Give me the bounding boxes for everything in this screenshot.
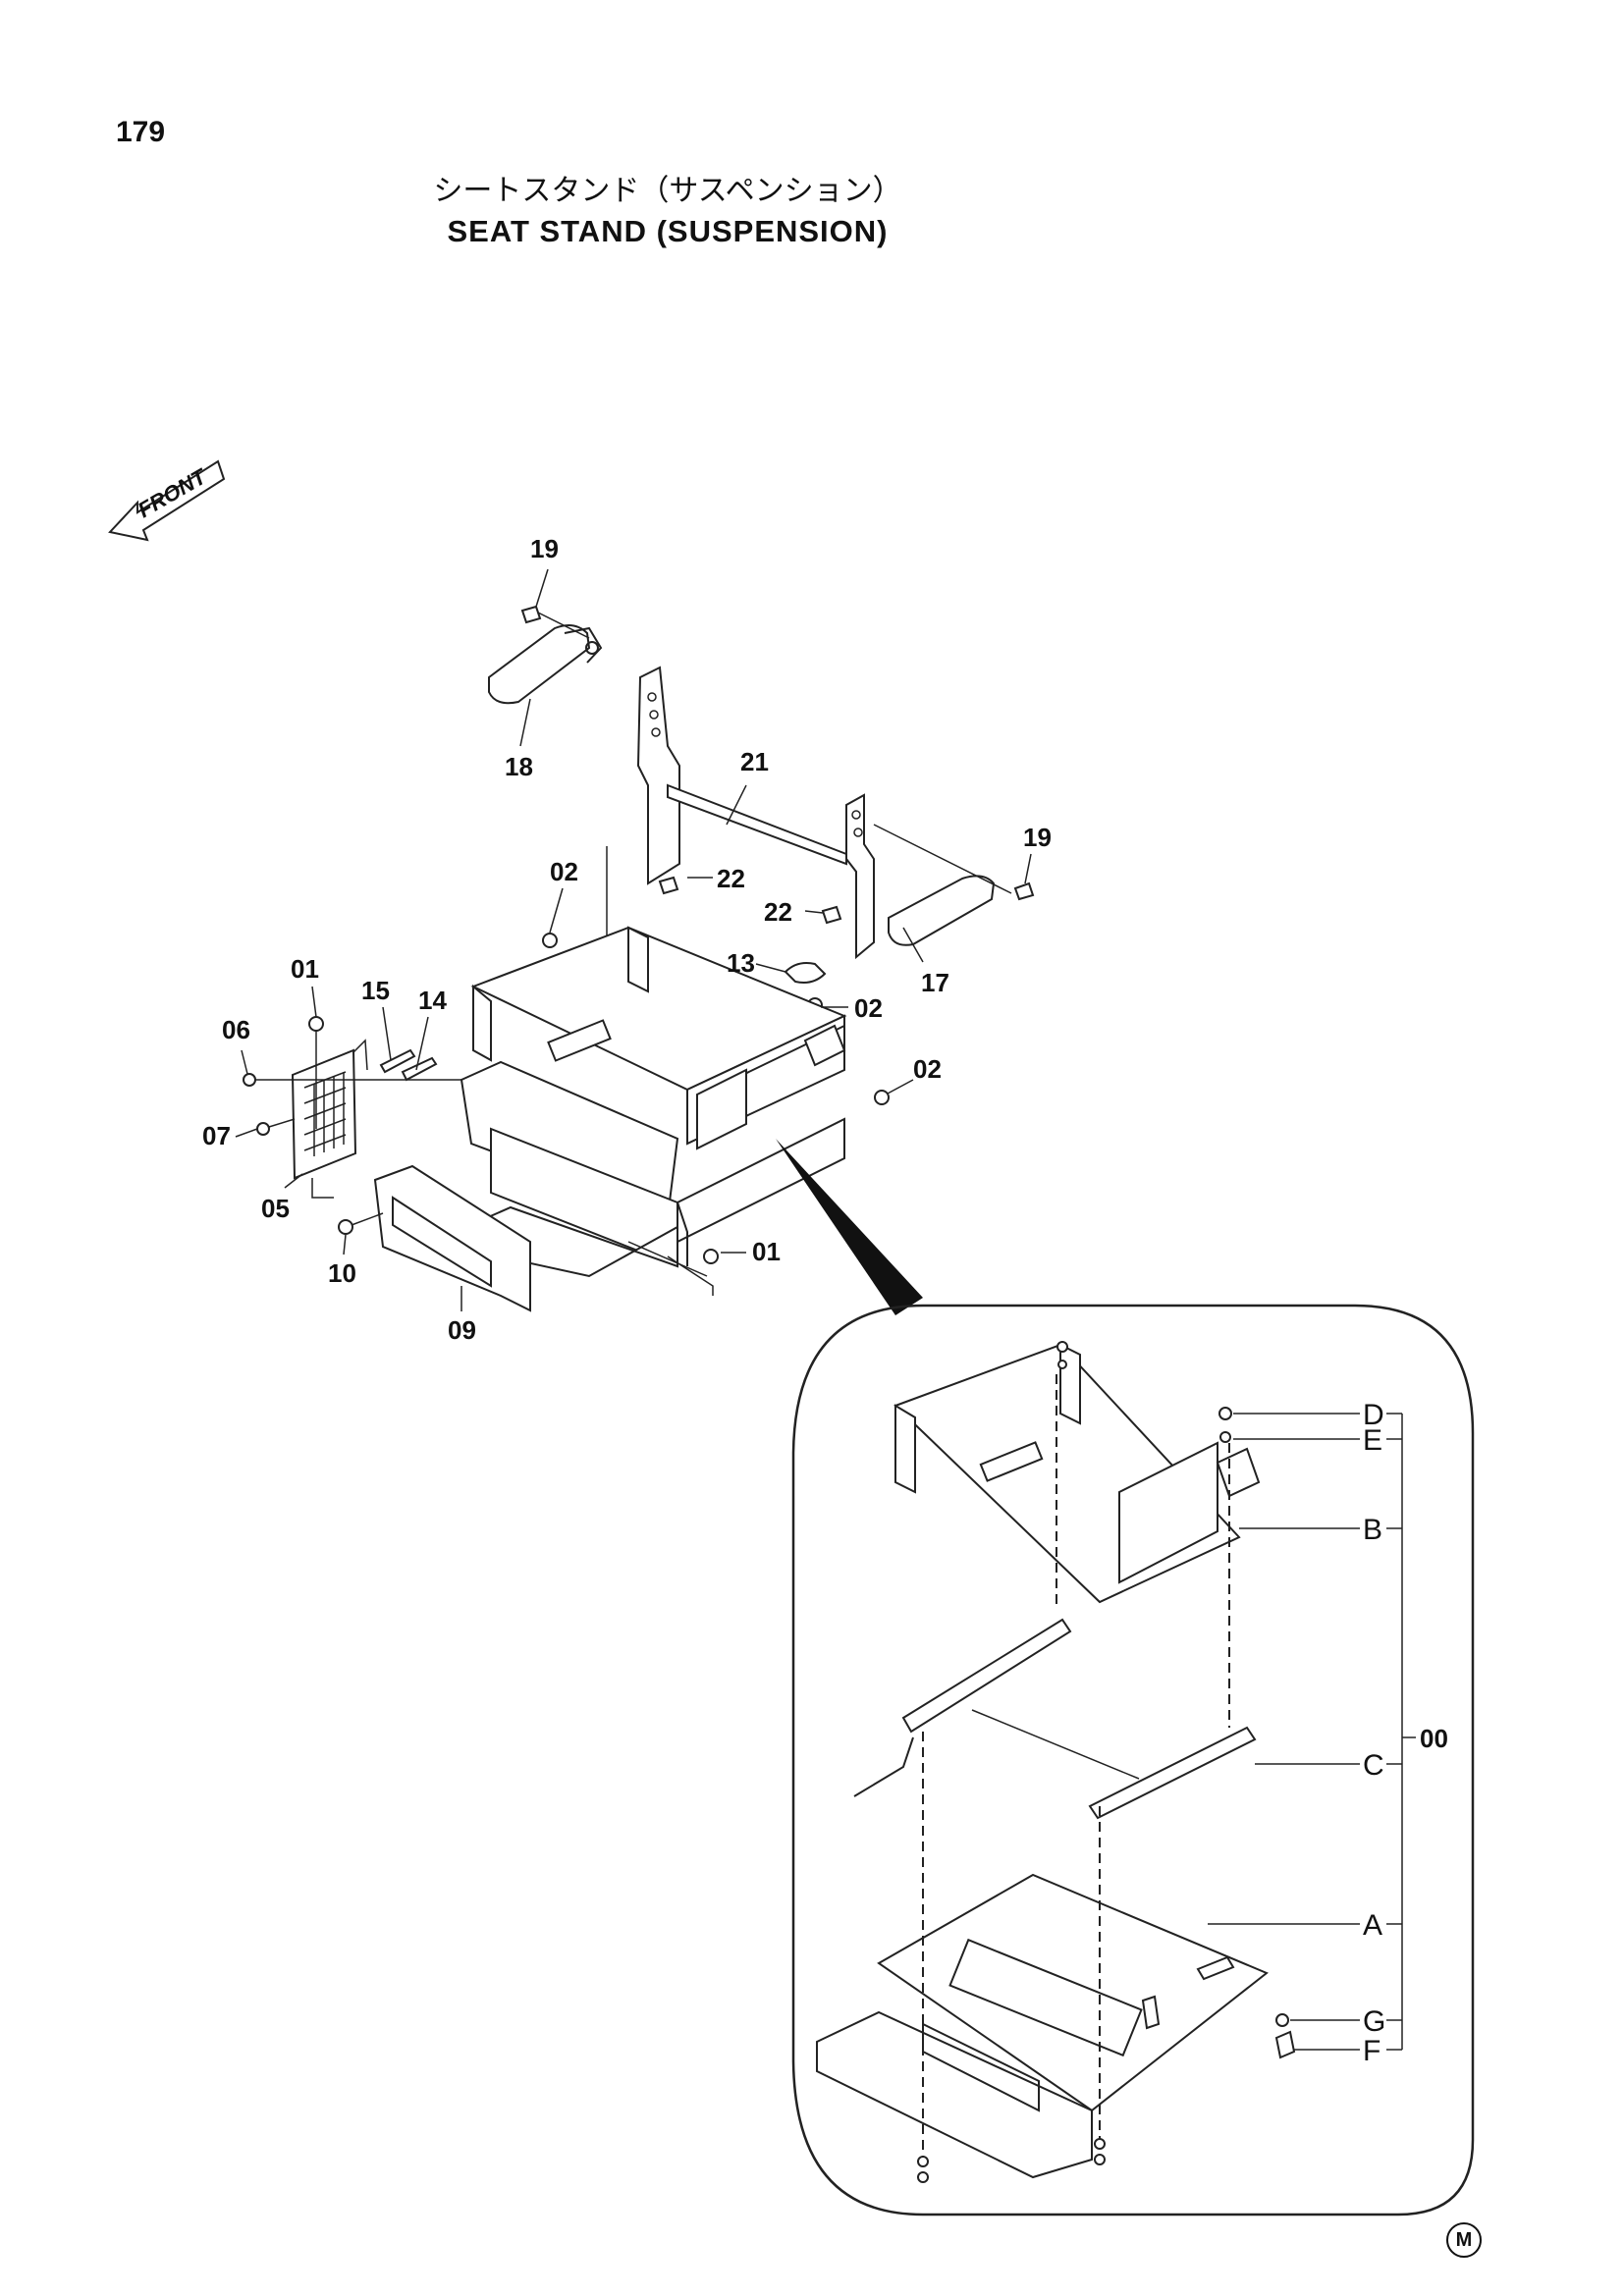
callout-22-left: 22 (717, 864, 745, 893)
fasteners-lower (243, 1016, 719, 1296)
detail-leader-lines (1208, 1413, 1416, 2051)
detail-callout-c: C (1363, 1749, 1384, 1782)
detail-bubble: D E B C A G F 00 (791, 1304, 1475, 2216)
callout-02-right: 02 (913, 1054, 942, 1084)
main-leader-lines (235, 568, 1032, 1311)
detail-base-a (816, 1873, 1269, 2179)
title-english: SEAT STAND (SUSPENSION) (447, 214, 889, 248)
seat-plate (470, 926, 847, 1150)
callout-17: 17 (921, 968, 949, 997)
detail-fasteners (917, 1341, 1296, 2183)
detail-alignment-lines (922, 1374, 1230, 2160)
duct-09 (373, 1164, 531, 1312)
callout-05: 05 (261, 1194, 290, 1223)
title-japanese: シートスタンド（サスペンション） (433, 174, 902, 208)
armrest-right (873, 824, 1012, 946)
detail-pointer (776, 1139, 923, 1315)
main-callouts: 19 18 21 22 22 19 17 02 13 02 02 01 15 1… (202, 534, 1052, 1345)
callout-19-top: 19 (530, 534, 559, 563)
callout-19-right: 19 (1023, 823, 1052, 852)
callout-10: 10 (328, 1258, 356, 1288)
strips-14-15 (379, 1048, 438, 1082)
main-exploded-view (235, 568, 1035, 1315)
callout-09: 09 (448, 1315, 476, 1345)
callout-07: 07 (202, 1121, 231, 1150)
callout-18: 18 (505, 752, 533, 781)
front-arrow-icon: FRONT (108, 459, 226, 542)
callout-01-bottom: 01 (752, 1237, 781, 1266)
page-number: 179 (116, 116, 166, 148)
callout-14: 14 (418, 986, 447, 1015)
armrest-left (488, 623, 603, 705)
cover-05 (291, 1039, 368, 1180)
callout-06: 06 (222, 1015, 250, 1044)
callout-02-mid: 02 (854, 993, 883, 1023)
callout-22-right: 22 (764, 897, 792, 927)
detail-callout-f: F (1363, 2035, 1380, 2067)
callout-21: 21 (740, 747, 769, 776)
title-block: シートスタンド（サスペンション） SEAT STAND (SUSPENSION) (353, 172, 982, 252)
detail-callout-e: E (1363, 1424, 1382, 1457)
maker-mark-icon: M (1446, 2222, 1482, 2258)
bolt-19-top (520, 605, 590, 639)
detail-callout-g: G (1363, 2005, 1385, 2038)
fasteners-upper (542, 876, 1035, 1105)
callout-13: 13 (727, 948, 755, 978)
callout-01-top: 01 (291, 954, 319, 984)
detail-callout-assembly-00: 00 (1420, 1724, 1448, 1753)
detail-plate-b (893, 1343, 1261, 1604)
callout-15: 15 (361, 976, 390, 1005)
detail-rails-c (853, 1618, 1257, 1820)
seat-base (428, 1060, 845, 1278)
callout-02-top: 02 (550, 857, 578, 886)
front-label: FRONT (134, 463, 211, 522)
detail-callout-b: B (1363, 1514, 1382, 1546)
back-frame (606, 666, 875, 972)
detail-callout-a: A (1363, 1909, 1382, 1942)
detail-callout-d: D (1363, 1399, 1384, 1431)
